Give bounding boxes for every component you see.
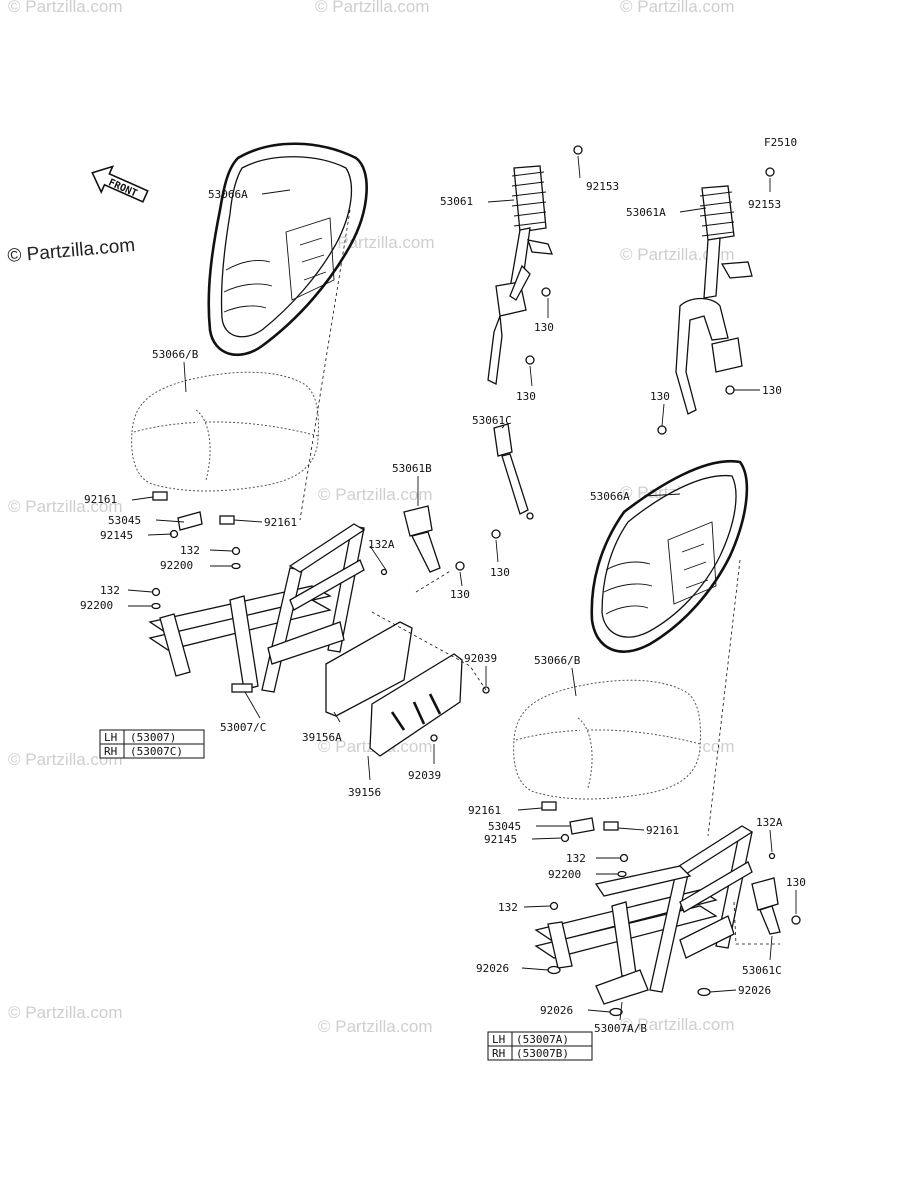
- watermark: © Partzilla.com: [8, 1003, 123, 1022]
- seat-belt-buckle-right: [751, 877, 801, 935]
- part-label: 92153: [748, 198, 781, 211]
- watermark: © Partzilla.com: [315, 0, 430, 16]
- watermark: © Partzilla.com: [620, 0, 735, 16]
- guide-line: [299, 209, 351, 521]
- part-label: 132: [180, 544, 200, 557]
- part-label: 53061C: [472, 414, 512, 427]
- part-label: 53045: [488, 820, 521, 833]
- table-cell: (53007B): [516, 1047, 569, 1060]
- part-label: 39156A: [302, 731, 342, 744]
- part-label: 130: [450, 588, 470, 601]
- guide-line: [415, 569, 453, 593]
- part-label: 92145: [100, 529, 133, 542]
- watermark: © Partzilla.com: [8, 497, 123, 516]
- part-label: 53066/B: [534, 654, 581, 667]
- watermark: © Partzilla.com: [8, 0, 123, 16]
- part-label: 53066/B: [152, 348, 199, 361]
- part-label: 92145: [484, 833, 517, 846]
- part-label: 39156: [348, 786, 381, 799]
- seat-belt-retractor-right: [657, 167, 775, 435]
- guide-line: [707, 559, 741, 837]
- part-label: 132A: [368, 538, 395, 551]
- part-labels: 53066A 53066/B 92161 53045 92145 92161 1…: [80, 180, 806, 1035]
- watermark: © Partzilla.com: [318, 485, 433, 504]
- part-label: 92200: [160, 559, 193, 572]
- part-label: 53066A: [590, 490, 630, 503]
- table-cell: RH: [492, 1047, 505, 1060]
- part-label: 92200: [548, 868, 581, 881]
- table-cell: (53007A): [516, 1033, 569, 1046]
- part-label: 92161: [646, 824, 679, 837]
- part-label: 53045: [108, 514, 141, 527]
- part-label: 92153: [586, 180, 619, 193]
- part-label: 53007A/B: [594, 1022, 647, 1035]
- part-label: 53007/C: [220, 721, 266, 734]
- part-label: 53061: [440, 195, 473, 208]
- part-label: 132: [100, 584, 120, 597]
- part-label: 130: [762, 384, 782, 397]
- copyright-watermark: © Partzilla.com: [7, 235, 136, 267]
- seat-frame-right: [534, 825, 754, 1005]
- guide-line: [733, 901, 780, 945]
- seat-back-left: [207, 142, 368, 357]
- part-label: 130: [534, 321, 554, 334]
- table-cell: (53007C): [130, 745, 183, 758]
- part-label: 130: [650, 390, 670, 403]
- part-label: 92039: [408, 769, 441, 782]
- front-arrow-icon: FRONT: [91, 165, 149, 203]
- table-cell: RH: [104, 745, 117, 758]
- seat-belt-anchor-center: [491, 423, 534, 539]
- part-label: 92161: [468, 804, 501, 817]
- seat-brackets-right: [541, 801, 776, 911]
- diagram-code: F2510: [764, 136, 797, 149]
- seat-belt-buckle-left: [380, 505, 465, 576]
- part-label: 53061C: [742, 964, 782, 977]
- part-label: 53066A: [208, 188, 248, 201]
- table-cell: (53007): [130, 731, 176, 744]
- washers-right: [547, 965, 711, 1017]
- guide-line: [371, 611, 487, 691]
- seat-covers: [325, 621, 490, 757]
- table-cell: LH: [104, 731, 117, 744]
- part-label: 132: [498, 901, 518, 914]
- part-label: 130: [516, 390, 536, 403]
- part-label: 92200: [80, 599, 113, 612]
- watermark: © Partzilla.com: [318, 1017, 433, 1036]
- watermark: © Partzilla.com: [8, 750, 123, 769]
- seat-cushion-right: [513, 679, 701, 800]
- watermark: © Partzilla.com: [620, 1015, 735, 1034]
- part-label: 92026: [540, 1004, 573, 1017]
- table-cell: LH: [492, 1033, 505, 1046]
- seat-belt-retractor-center: [487, 145, 583, 385]
- seat-frame-left: [148, 523, 366, 693]
- watermark: © Partzilla.com: [620, 245, 735, 264]
- part-label: 92161: [264, 516, 297, 529]
- part-label: 53061A: [626, 206, 666, 219]
- seat-cushion-left: [131, 371, 319, 492]
- leader-lines: [127, 155, 797, 1021]
- part-label: 130: [490, 566, 510, 579]
- part-label: 92039: [464, 652, 497, 665]
- part-label: 92026: [738, 984, 771, 997]
- part-label: 53061B: [392, 462, 432, 475]
- part-label: 92026: [476, 962, 509, 975]
- variant-table-left: LH (53007) RH (53007C): [99, 729, 205, 759]
- part-label: 130: [786, 876, 806, 889]
- seat-back-right: [590, 459, 749, 653]
- variant-table-right: LH (53007A) RH (53007B): [487, 1031, 593, 1061]
- part-label: 132: [566, 852, 586, 865]
- part-label: 92161: [84, 493, 117, 506]
- part-label: 132A: [756, 816, 783, 829]
